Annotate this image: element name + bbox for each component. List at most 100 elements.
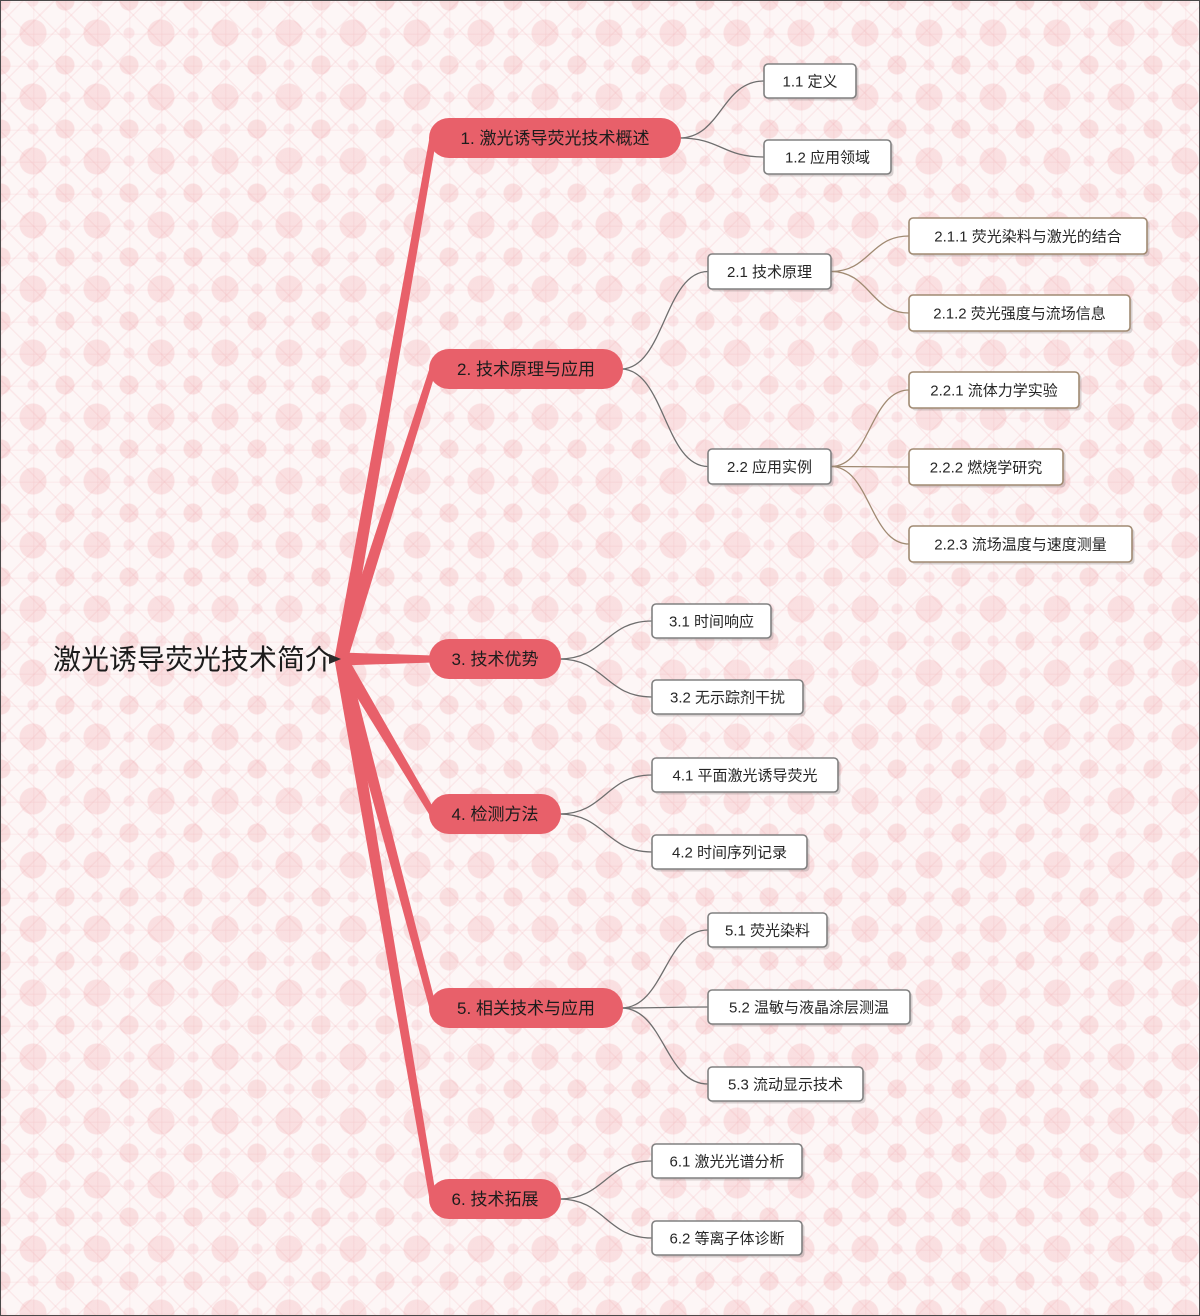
- node-level1-4-shape: [429, 794, 561, 834]
- node-level2-4-2-shape: [651, 834, 808, 870]
- nodes-layer: 激光诱导荧光技术简介 1. 激光诱导荧光技术概述 1.1 定义 1.2 应用领域 2. …: [53, 63, 1150, 1258]
- connector-l1-l2-2-1: [620, 270, 709, 370]
- connector-l1-l2-5-3: [620, 1007, 709, 1085]
- node-level3-2-1-2[interactable]: 2.1.2 荧光强度与流场信息: [908, 294, 1133, 334]
- connector-l1-l2-4-2: [558, 813, 653, 853]
- node-level3-2-1-1-label: 2.1.1 荧光染料与激光的结合: [934, 228, 1122, 245]
- node-level1-5-label: 5. 相关技术与应用: [457, 999, 595, 1018]
- node-level1-2-shape: [429, 349, 623, 389]
- branch-trunk-b6: [334, 657, 437, 1200]
- node-level2-2-2[interactable]: 2.2 应用实例: [707, 448, 834, 487]
- node-level3-2-2-3-label: 2.2.3 流场温度与速度测量: [934, 536, 1107, 553]
- node-level2-4-1-shape: [651, 757, 839, 793]
- node-level1-5[interactable]: 5. 相关技术与应用: [429, 988, 623, 1028]
- node-level2-3-2-shape: [651, 679, 804, 715]
- child-connectors-layer: [558, 80, 910, 1239]
- branch-trunk-b3: [341, 652, 433, 666]
- node-level1-6[interactable]: 6. 技术拓展: [429, 1179, 561, 1219]
- node-level1-6-label: 6. 技术拓展: [452, 1190, 539, 1209]
- node-level2-1-1[interactable]: 1.1 定义: [763, 63, 859, 101]
- node-level3-2-1-2-label: 2.1.2 荧光强度与流场信息: [933, 305, 1106, 322]
- connector-l1-l2-3-1: [558, 620, 653, 660]
- connector-l2-l3-2-2-3: [830, 465, 910, 545]
- node-level2-2-1-shape: [707, 253, 832, 290]
- node-level2-6-2[interactable]: 6.2 等离子体诊断: [651, 1220, 805, 1258]
- node-level2-4-2[interactable]: 4.2 时间序列记录: [651, 834, 810, 872]
- node-level2-6-1-label: 6.1 激光光谱分析: [669, 1153, 784, 1170]
- node-level3-2-2-3[interactable]: 2.2.3 流场温度与速度测量: [908, 525, 1135, 565]
- node-level2-1-1-label: 1.1 定义: [782, 73, 837, 90]
- node-level2-3-1-shape: [651, 603, 772, 639]
- node-level2-3-2-label: 3.2 无示踪剂干扰: [670, 689, 785, 706]
- connector-l1-l2-4-1: [558, 774, 653, 815]
- root-hub-arrow-icon: [329, 654, 341, 664]
- node-level2-2-1-label: 2.1 技术原理: [727, 264, 812, 281]
- node-level1-4[interactable]: 4. 检测方法: [429, 794, 561, 834]
- node-level1-5-shape: [429, 988, 623, 1028]
- node-level3-2-1-1-shape: [908, 217, 1148, 255]
- node-level1-1[interactable]: 1. 激光诱导荧光技术概述: [429, 118, 681, 158]
- node-level3-2-2-2-label: 2.2.2 燃烧学研究: [930, 458, 1043, 476]
- connector-l2-l3-2-2-2: [830, 465, 910, 468]
- node-level2-5-2-shape: [707, 989, 911, 1025]
- connector-l1-l2-1-2: [678, 137, 765, 158]
- node-level3-2-2-1-shape: [908, 371, 1080, 409]
- node-level1-3-label: 3. 技术优势: [452, 650, 539, 669]
- node-level2-4-1-label: 4.1 平面激光诱导荧光: [672, 767, 817, 784]
- root-node-label: 激光诱导荧光技术简介: [53, 644, 333, 675]
- node-level2-5-3-shape: [707, 1066, 864, 1102]
- node-level1-3-shape: [429, 639, 561, 679]
- node-level2-5-3-label: 5.3 流动显示技术: [728, 1076, 843, 1093]
- node-level3-2-2-1[interactable]: 2.2.1 流体力学实验: [908, 371, 1082, 411]
- node-level2-5-1-shape: [707, 912, 828, 948]
- node-level2-6-2-label: 6.2 等离子体诊断: [669, 1229, 784, 1247]
- node-level1-3[interactable]: 3. 技术优势: [429, 639, 561, 679]
- node-level1-1-label: 1. 激光诱导荧光技术概述: [461, 129, 650, 148]
- node-level3-2-1-1[interactable]: 2.1.1 荧光染料与激光的结合: [908, 217, 1150, 257]
- connector-l1-l2-5-1: [620, 929, 709, 1009]
- node-level1-4-label: 4. 检测方法: [452, 805, 539, 824]
- node-level2-4-1[interactable]: 4.1 平面激光诱导荧光: [651, 757, 841, 795]
- node-level2-3-1[interactable]: 3.1 时间响应: [651, 603, 774, 641]
- node-level2-5-3[interactable]: 5.3 流动显示技术: [707, 1066, 866, 1104]
- connector-l2-l3-2-2-1: [830, 389, 910, 468]
- connector-l1-l2-5-2: [620, 1006, 709, 1009]
- connector-l1-l2-6-1: [558, 1160, 653, 1200]
- connector-l2-l3-2-1-1: [830, 235, 910, 273]
- node-level3-2-2-1-label: 2.2.1 流体力学实验: [930, 382, 1058, 399]
- node-level2-2-2-shape: [707, 448, 832, 485]
- node-level2-3-1-label: 3.1 时间响应: [669, 612, 754, 630]
- connector-l1-l2-3-2: [558, 658, 653, 698]
- node-level3-2-1-2-shape: [908, 294, 1131, 332]
- branch-trunk-b1: [334, 137, 437, 661]
- node-level1-6-shape: [429, 1179, 561, 1219]
- node-level2-4-2-label: 4.2 时间序列记录: [672, 844, 787, 861]
- node-level2-1-2[interactable]: 1.2 应用领域: [763, 139, 894, 177]
- node-level2-5-2[interactable]: 5.2 温敏与液晶涂层测温: [707, 989, 913, 1027]
- node-level2-6-2-shape: [651, 1220, 803, 1256]
- node-level2-1-1-shape: [763, 63, 857, 99]
- node-level3-2-2-3-shape: [908, 525, 1133, 563]
- node-level2-2-2-label: 2.2 应用实例: [727, 458, 812, 476]
- node-level2-5-2-label: 5.2 温敏与液晶涂层测温: [729, 999, 889, 1016]
- node-level2-5-1[interactable]: 5.1 荧光染料: [707, 912, 830, 950]
- node-level2-1-2-label: 1.2 应用领域: [785, 148, 870, 166]
- node-level2-3-2[interactable]: 3.2 无示踪剂干扰: [651, 679, 806, 717]
- branch-connectors-layer: [334, 137, 437, 1200]
- node-level1-2-label: 2. 技术原理与应用: [457, 360, 595, 379]
- node-level2-6-1-shape: [651, 1143, 803, 1179]
- node-level1-2[interactable]: 2. 技术原理与应用: [429, 349, 623, 389]
- branch-trunk-b2: [334, 367, 437, 661]
- branch-trunk-b4: [335, 655, 437, 816]
- node-level2-2-1[interactable]: 2.1 技术原理: [707, 253, 834, 292]
- root-node[interactable]: 激光诱导荧光技术简介: [53, 644, 333, 675]
- node-level2-6-1[interactable]: 6.1 激光光谱分析: [651, 1143, 805, 1181]
- connector-l1-l2-1-1: [678, 80, 765, 139]
- connector-l2-l3-2-1-2: [830, 270, 910, 314]
- node-level2-1-2-shape: [763, 139, 892, 175]
- node-level3-2-2-2[interactable]: 2.2.2 燃烧学研究: [908, 448, 1066, 488]
- connector-l1-l2-6-2: [558, 1198, 653, 1239]
- node-level1-1-shape: [429, 118, 681, 158]
